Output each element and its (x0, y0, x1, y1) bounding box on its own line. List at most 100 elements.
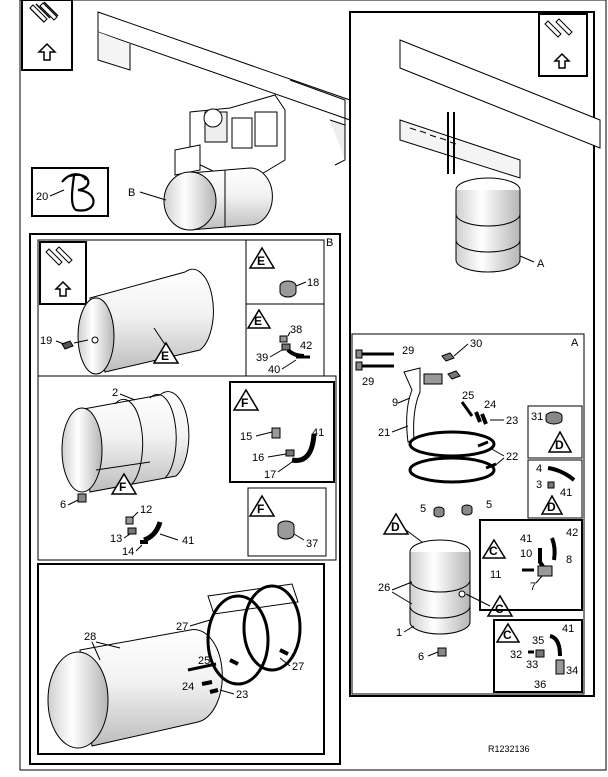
warning-triangle-icon: C (486, 594, 514, 617)
part-22-label: 22 (506, 451, 518, 463)
part-41-label-c2: 41 (562, 623, 574, 635)
leader-14 (135, 544, 143, 552)
leader-13 (123, 533, 131, 539)
triangle-e-18-label: E (257, 254, 265, 268)
part-14-label: 14 (122, 546, 134, 558)
callout-20-number: 20 (36, 191, 48, 203)
triangle-f-37-label: F (257, 502, 264, 516)
leader-27-1 (189, 619, 211, 627)
part-25-label-b: 25 (198, 655, 210, 667)
panel-a-outer-frame (349, 11, 595, 697)
overview-air-tank-b (163, 167, 273, 231)
triangle-d-tank-label: D (391, 520, 400, 534)
warning-triangle-icon: E (152, 341, 180, 364)
warning-triangle-icon: E (246, 308, 272, 329)
leader-22a (489, 447, 505, 457)
part-23-label-a: 23 (506, 415, 518, 427)
page-border (19, 0, 607, 771)
part-9-label: 9 (392, 397, 398, 409)
orientation-arrow-icon (29, 1, 59, 61)
overview-label-a: A (537, 258, 545, 270)
leader-6-a (427, 651, 439, 657)
detail-d-31-box (527, 405, 583, 459)
leader-30 (453, 343, 469, 357)
part-8-label: 8 (566, 554, 572, 566)
panel-b-mounting-view (37, 563, 325, 755)
leader-40 (281, 359, 297, 370)
part-28-label: 28 (84, 631, 96, 643)
part-19-label: 19 (40, 335, 52, 347)
leader-28a (91, 641, 101, 661)
panel-b-mounted-view (37, 375, 337, 561)
warning-triangle-icon: C (481, 538, 507, 559)
part-24-label-a: 24 (484, 399, 496, 411)
warning-triangle-icon: E (248, 246, 276, 269)
part-27-label-2: 27 (292, 661, 304, 673)
panel-b-frame (29, 233, 341, 765)
tank-b-mounting-view (47, 629, 223, 749)
part-41-label-b2: 41 (312, 427, 324, 439)
part-23-label-b: 23 (236, 689, 248, 701)
leader-17 (277, 461, 293, 473)
triangle-c-7-label: C (489, 544, 498, 558)
warning-triangle-icon: F (232, 388, 260, 411)
tank-b-installed-view (61, 391, 190, 493)
triangle-e-label: E (161, 349, 169, 363)
triangle-c-32-label: C (503, 628, 512, 642)
fitting-7-11-assembly (522, 537, 557, 577)
part-29-label-1: 29 (402, 345, 414, 357)
bolts-23-25-a (460, 401, 488, 425)
part-5-label-2: 5 (486, 499, 492, 511)
triangle-f-tank-label: F (119, 480, 126, 494)
leader-1 (403, 625, 415, 633)
leader-41-b1 (159, 533, 179, 541)
part-16-label: 16 (252, 452, 264, 464)
part-3-label: 3 (536, 479, 542, 491)
fitting-3-d (547, 481, 555, 489)
part-42-label-c: 42 (566, 527, 578, 539)
leader-9 (397, 397, 411, 404)
leader-6-b (67, 499, 79, 506)
panel-b-letter: B (326, 237, 333, 249)
overview-bracket-assembly (174, 94, 286, 176)
detail-f-15-box (229, 381, 335, 483)
warning-triangle-icon: D (547, 430, 573, 453)
part-39-label: 39 (256, 352, 268, 364)
orientation-arrow-icon (45, 246, 73, 297)
part-40-label: 40 (268, 364, 280, 376)
part-21-label: 21 (378, 427, 390, 439)
part-37-label: 37 (306, 538, 318, 550)
leader-26b (391, 591, 413, 605)
leader-18 (295, 281, 307, 287)
warning-triangle-icon: F (110, 472, 138, 495)
leader-b-overview (139, 191, 167, 201)
leader-2 (119, 393, 136, 401)
overview-label-b: B (128, 187, 135, 199)
leader-22b (491, 457, 505, 469)
part-26-label: 26 (378, 582, 390, 594)
fitting-15-17-assembly (271, 427, 317, 463)
panel-a-letter: A (571, 337, 579, 349)
part-18-label: 18 (307, 277, 319, 289)
part-5-label-1: 5 (420, 503, 426, 515)
air-tank-a-exploded (409, 539, 471, 635)
bracket-9-21 (403, 367, 443, 443)
triangle-d-31-label: D (555, 438, 564, 452)
warning-triangle-icon: C (495, 622, 521, 643)
triangle-e-38-label: E (254, 314, 262, 328)
detail-d-3-box (527, 459, 583, 519)
bolt-parts-23-25 (187, 662, 219, 694)
part-34-label: 34 (566, 665, 578, 677)
clamp-symbol-icon (61, 173, 95, 212)
leader-7 (535, 575, 543, 584)
tank-b-side-view (77, 268, 214, 375)
detail-c-7-box (479, 519, 583, 611)
leader-23-b (219, 689, 235, 695)
part-6-label-b: 6 (60, 499, 66, 511)
part-10-label: 10 (520, 548, 532, 560)
leader-37 (293, 533, 305, 541)
part-42-label-b: 42 (300, 340, 312, 352)
part-6-plug-a (437, 647, 447, 657)
part-11-label: 11 (490, 569, 501, 581)
